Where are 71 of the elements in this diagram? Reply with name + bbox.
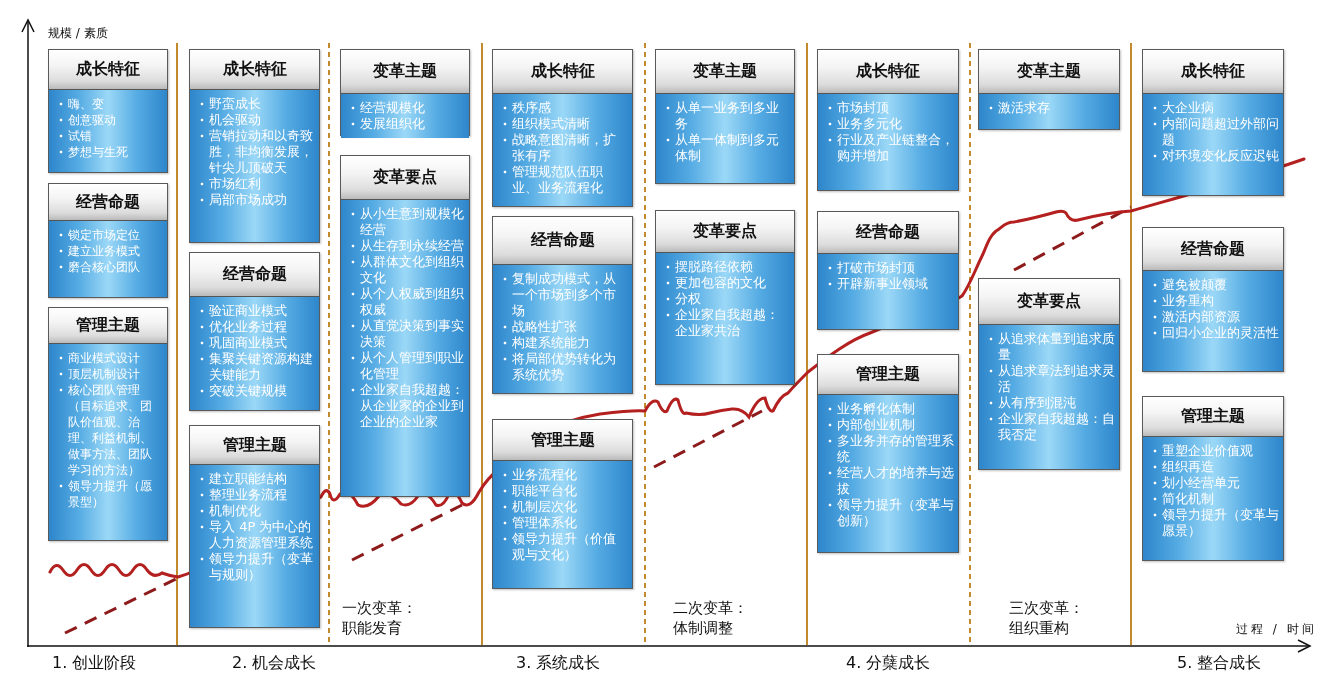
topic-card — [48, 307, 168, 541]
stage-label: 5. 整合成长 — [1177, 652, 1262, 674]
topic-card — [817, 211, 959, 330]
bullet-item: 对环境变化反应迟钝 — [1151, 148, 1279, 164]
card-header: 变革主题 — [341, 50, 469, 94]
card-header: 管理主题 — [190, 426, 319, 465]
card-header: 经营命题 — [818, 212, 958, 254]
card-header: 经营命题 — [49, 184, 167, 221]
phase-caption: 二次变革：体制调整 — [673, 598, 749, 638]
bullet-item: 企业家自我超越：从企业家的企业到企业的企业家 — [349, 382, 465, 430]
card-header: 变革要点 — [341, 156, 469, 200]
topic-card — [340, 49, 470, 136]
bullet-item: 集聚关键资源构建关键能力 — [198, 351, 315, 383]
topic-card — [655, 49, 795, 184]
phase-caption: 一次变革：职能发育 — [342, 598, 418, 638]
card-header: 变革主题 — [979, 50, 1119, 94]
stage-label: 1. 创业阶段 — [52, 652, 137, 674]
topic-card — [817, 354, 959, 553]
topic-card — [1142, 49, 1284, 196]
topic-card — [817, 49, 959, 191]
card-header: 经营命题 — [190, 253, 319, 297]
bullet-item: 从个人权威到组织权威 — [349, 286, 465, 318]
bullet-item: 从群体文化到组织文化 — [349, 254, 465, 286]
card-header: 经营命题 — [1143, 228, 1283, 271]
bullet-item: 领导力提升（变革与创新） — [826, 497, 954, 529]
topic-card — [189, 252, 320, 411]
topic-card — [189, 425, 320, 628]
bullet-item: 领导力提升（变革与愿景） — [1151, 507, 1279, 539]
topic-card — [1142, 396, 1284, 561]
bullet-item: 导入 4P 为中心的人力资源管理系统 — [198, 519, 315, 551]
topic-card — [978, 278, 1120, 470]
card-header: 管理主题 — [493, 420, 632, 461]
bullet-item: 从生存到永续经营 — [349, 238, 465, 254]
bullet-item: 回归小企业的灵活性 — [1151, 325, 1279, 341]
phase-caption: 三次变革：组织重构 — [1009, 598, 1085, 638]
bullet-item: 从追求章法到追求灵活 — [987, 363, 1115, 395]
bullet-item: 从小生意到规模化经营 — [349, 206, 465, 238]
card-header: 经营命题 — [493, 217, 632, 265]
topic-card — [492, 216, 633, 394]
card-header: 变革要点 — [656, 211, 794, 253]
topic-card — [655, 210, 795, 385]
stage-label: 2. 机会成长 — [232, 652, 317, 674]
topic-card — [48, 49, 168, 173]
bullet-item: 领导力提升（变革与规则） — [198, 551, 315, 583]
stage-label: 3. 系统成长 — [516, 652, 601, 674]
bullet-item: 营销拉动和以奇致胜，非均衡发展，针尖儿顶破天 — [198, 128, 315, 176]
bullet-item: 从追求体量到追求质量 — [987, 331, 1115, 363]
card-header: 成长特征 — [818, 50, 958, 94]
card-header: 成长特征 — [1143, 50, 1283, 94]
bullet-item: 企业家自我超越：自我否定 — [987, 411, 1115, 443]
card-header: 管理主题 — [1143, 397, 1283, 437]
topic-card — [189, 49, 320, 243]
card-header: 管理主题 — [49, 308, 167, 344]
card-header: 成长特征 — [493, 50, 632, 94]
card-header: 成长特征 — [190, 50, 319, 90]
bullet-item: 内部问题超过外部问题 — [1151, 116, 1279, 148]
axis-label: 过程 / 时间 — [1236, 621, 1317, 637]
bullet-item: 经营人才的培养与选拔 — [826, 465, 954, 497]
stage-label: 4. 分蘖成长 — [846, 652, 931, 674]
topic-card — [978, 49, 1120, 130]
card-header: 管理主题 — [818, 355, 958, 395]
topic-card — [1142, 227, 1284, 372]
bullet-item: 从个人管理到职业化管理 — [349, 350, 465, 382]
topic-card — [492, 49, 633, 207]
topic-card — [48, 183, 168, 298]
card-header: 变革要点 — [979, 279, 1119, 325]
card-header: 成长特征 — [49, 50, 167, 90]
bullet-item: 从直觉决策到事实决策 — [349, 318, 465, 350]
bullet-item: 多业务并存的管理系统 — [826, 433, 954, 465]
topic-card — [492, 419, 633, 589]
card-header: 变革主题 — [656, 50, 794, 94]
